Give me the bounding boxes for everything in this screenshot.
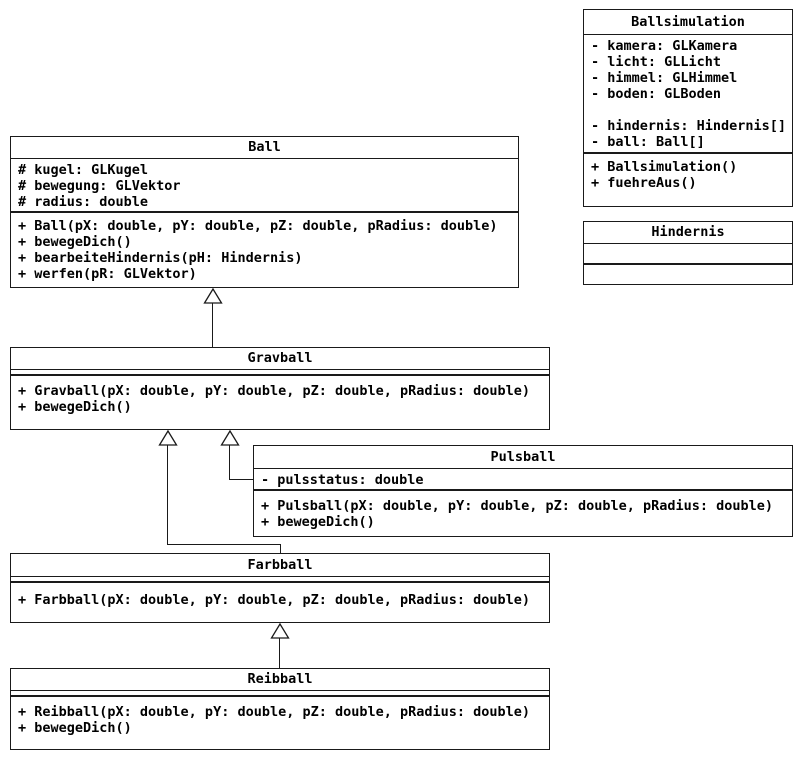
method-line: + Ball(pX: double, pY: double, pZ: doubl… bbox=[18, 218, 498, 234]
method-line: + Farbball(pX: double, pY: double, pZ: d… bbox=[18, 592, 531, 608]
attribute-line: # bewegung: GLVektor bbox=[18, 178, 181, 194]
attribute-line: - hindernis: Hindernis[] bbox=[591, 118, 787, 134]
class-title-hindernis: Hindernis bbox=[584, 222, 792, 244]
inheritance-arrow-icon bbox=[158, 430, 178, 446]
connector-line-farbball-gravball bbox=[280, 544, 281, 553]
methods-compartment: + Reibball(pX: double, pY: double, pZ: d… bbox=[11, 697, 549, 749]
attribute-line: - himmel: GLHimmel bbox=[591, 70, 738, 86]
connector-line-pulsball-gravball bbox=[229, 445, 230, 480]
methods-compartment: + Ball(pX: double, pY: double, pZ: doubl… bbox=[11, 213, 518, 287]
method-line: + bewegeDich() bbox=[261, 514, 375, 530]
attribute-line: # radius: double bbox=[18, 194, 149, 210]
method-line: + Gravball(pX: double, pY: double, pZ: d… bbox=[18, 383, 531, 399]
method-line: + werfen(pR: GLVektor) bbox=[18, 266, 197, 282]
method-line: + bewegeDich() bbox=[18, 234, 132, 250]
attribute-line: - ball: Ball[] bbox=[591, 134, 705, 150]
inheritance-arrow-icon bbox=[203, 288, 223, 304]
method-line: + Reibball(pX: double, pY: double, pZ: d… bbox=[18, 704, 531, 720]
attribute-line-blank bbox=[584, 102, 792, 118]
class-title-pulsball: Pulsball bbox=[254, 446, 792, 469]
class-title-gravball: Gravball bbox=[11, 348, 549, 370]
connector-line-farbball-gravball bbox=[167, 445, 168, 545]
methods-compartment: + Ballsimulation() + fuehreAus() bbox=[584, 154, 792, 206]
attributes-compartment-empty bbox=[11, 370, 549, 376]
attributes-compartment: - kamera: GLKamera - licht: GLLicht - hi… bbox=[584, 35, 792, 154]
attribute-line: - boden: GLBoden bbox=[591, 86, 722, 102]
method-line: + fuehreAus() bbox=[591, 175, 697, 191]
class-box-reibball: Reibball + Reibball(pX: double, pY: doub… bbox=[10, 668, 550, 750]
inheritance-arrow-icon bbox=[270, 623, 290, 639]
attribute-line: - pulsstatus: double bbox=[261, 472, 424, 488]
connector-line-farbball-gravball bbox=[167, 544, 281, 545]
class-box-hindernis: Hindernis bbox=[583, 221, 793, 285]
attributes-compartment-empty bbox=[11, 691, 549, 697]
class-title-ball: Ball bbox=[11, 137, 518, 159]
attribute-line: - kamera: GLKamera bbox=[591, 38, 738, 54]
method-line: + Pulsball(pX: double, pY: double, pZ: d… bbox=[261, 498, 774, 514]
connector-line-gravball-ball bbox=[212, 303, 213, 347]
method-line: + Ballsimulation() bbox=[591, 159, 738, 175]
method-line: + bearbeiteHindernis(pH: Hindernis) bbox=[18, 250, 303, 266]
class-title-ballsimulation: Ballsimulation bbox=[584, 10, 792, 35]
class-title-reibball: Reibball bbox=[11, 669, 549, 691]
method-line: + bewegeDich() bbox=[18, 399, 132, 415]
attribute-line: # kugel: GLKugel bbox=[18, 162, 149, 178]
methods-compartment: + Farbball(pX: double, pY: double, pZ: d… bbox=[11, 583, 549, 622]
attributes-compartment: # kugel: GLKugel # bewegung: GLVektor # … bbox=[11, 159, 518, 213]
methods-compartment-empty bbox=[584, 265, 792, 284]
class-box-gravball: Gravball + Gravball(pX: double, pY: doub… bbox=[10, 347, 550, 430]
class-box-farbball: Farbball + Farbball(pX: double, pY: doub… bbox=[10, 553, 550, 623]
methods-compartment: + Pulsball(pX: double, pY: double, pZ: d… bbox=[254, 491, 792, 536]
attribute-line: - licht: GLLicht bbox=[591, 54, 722, 70]
class-box-pulsball: Pulsball - pulsstatus: double + Pulsball… bbox=[253, 445, 793, 537]
attributes-compartment-empty bbox=[11, 577, 549, 583]
attributes-compartment-empty bbox=[584, 244, 792, 265]
inheritance-arrow-icon bbox=[220, 430, 240, 446]
class-title-farbball: Farbball bbox=[11, 554, 549, 577]
class-box-ballsimulation: Ballsimulation - kamera: GLKamera - lich… bbox=[583, 9, 793, 207]
methods-compartment: + Gravball(pX: double, pY: double, pZ: d… bbox=[11, 376, 549, 429]
connector-line-reibball-farbball bbox=[279, 638, 280, 668]
attributes-compartment: - pulsstatus: double bbox=[254, 469, 792, 491]
method-line: + bewegeDich() bbox=[18, 720, 132, 736]
class-box-ball: Ball # kugel: GLKugel # bewegung: GLVekt… bbox=[10, 136, 519, 288]
connector-line-pulsball-gravball bbox=[229, 479, 253, 480]
